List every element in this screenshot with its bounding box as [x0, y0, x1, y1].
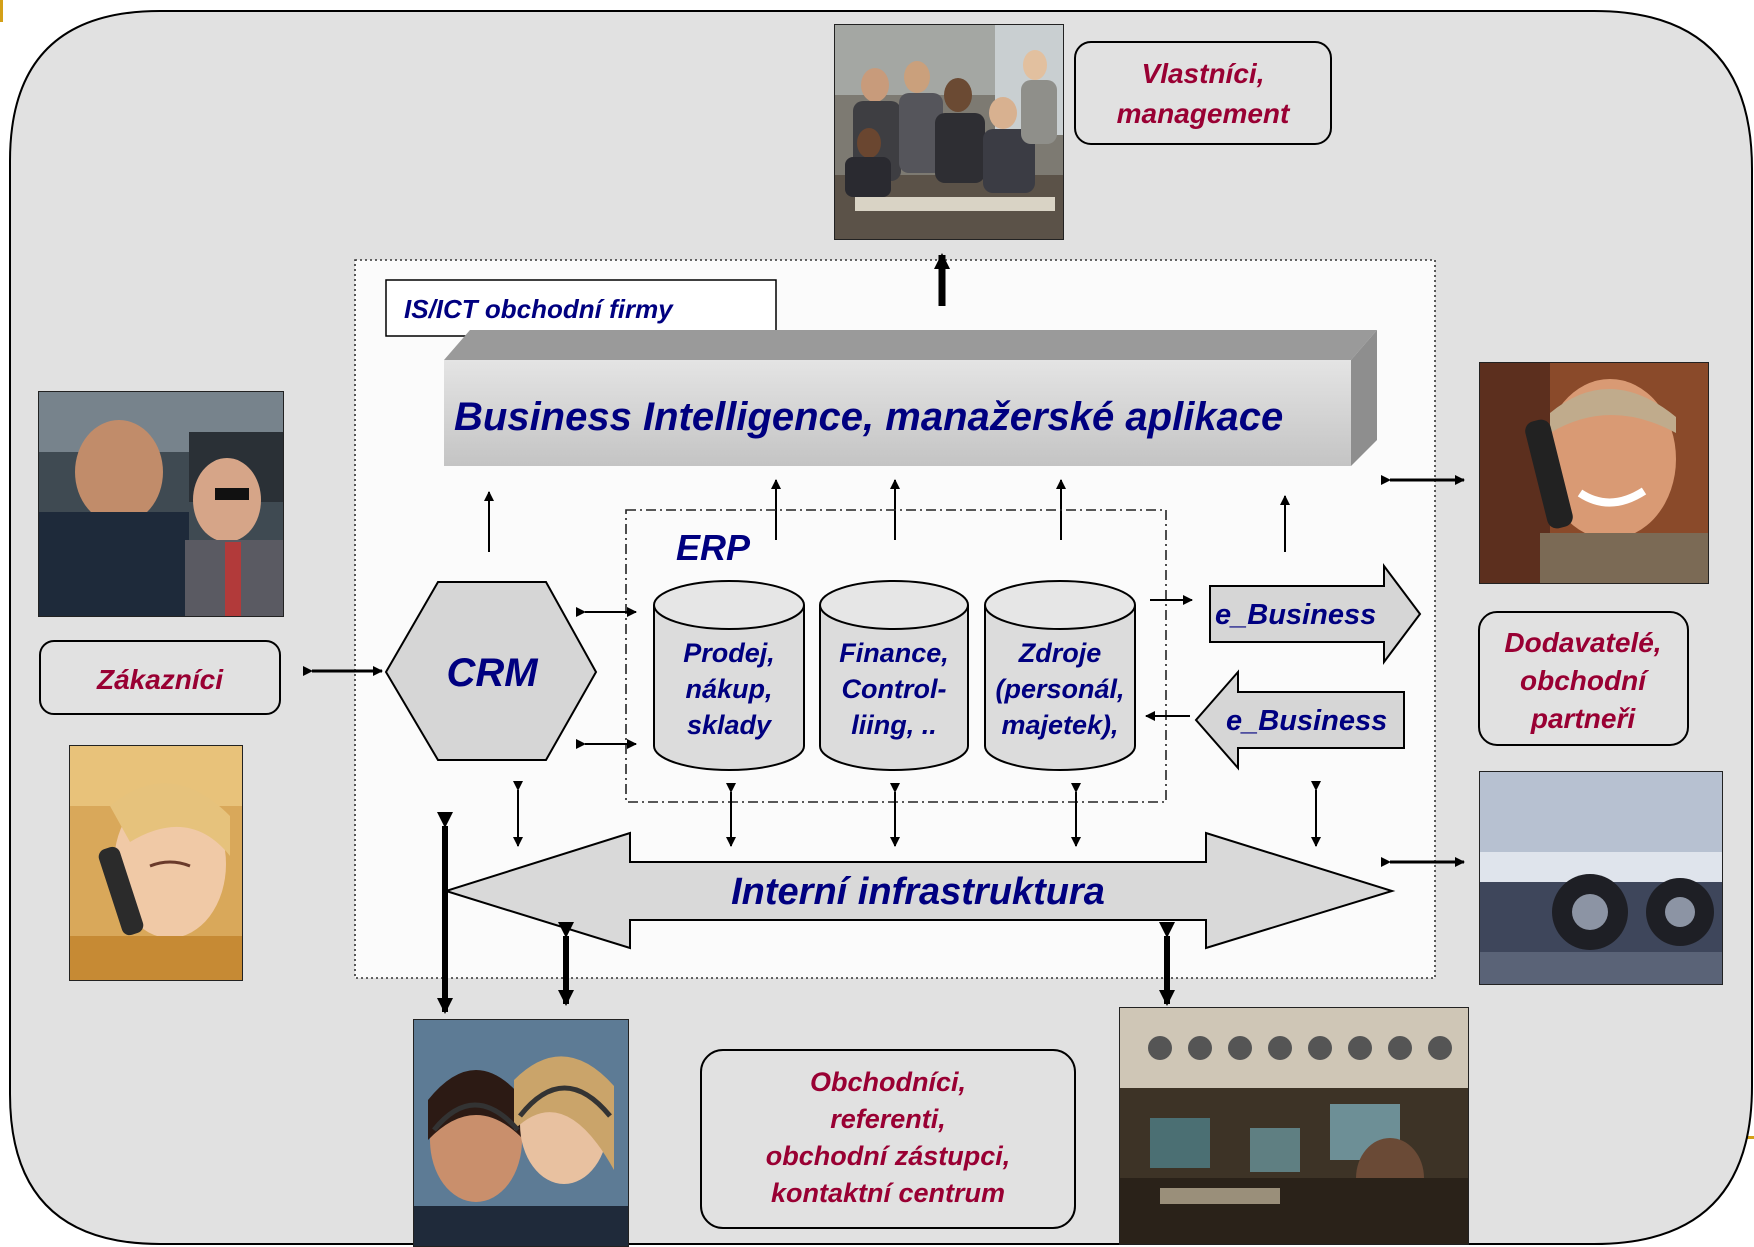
owners-label-line-1: Vlastníci, — [1142, 58, 1265, 89]
partner-arrows — [1381, 475, 1465, 867]
ebusiness-in-label: e_Business — [1226, 705, 1387, 737]
db-sales-line-1: Prodej, — [683, 638, 775, 668]
crm-erp-arrows — [576, 607, 637, 749]
photo-truck-wheels — [1479, 771, 1723, 985]
owners-label-line-2: management — [1117, 98, 1291, 129]
suppliers-label-line-1: Dodavatelé, — [1504, 627, 1661, 658]
db-sales-line-2: nákup, — [685, 674, 772, 704]
photo-man-on-phone — [1479, 362, 1709, 584]
sales-label-line-3: obchodní zástupci, — [766, 1141, 1011, 1171]
db-resources-line-1: Zdroje — [1018, 638, 1102, 668]
is-ict-label: IS/ICT obchodní firmy — [404, 294, 674, 324]
db-finance: Finance, Control- liing, .. — [819, 580, 969, 771]
erp-label: ERP — [676, 527, 751, 568]
db-finance-line-3: liing, .. — [851, 710, 937, 740]
crm-label: CRM — [446, 651, 539, 695]
db-sales-line-3: sklady — [687, 710, 773, 740]
suppliers-label-line-3: partneři — [1530, 703, 1636, 734]
photo-control-room — [1119, 1007, 1469, 1245]
db-resources-line-3: majetek), — [1001, 710, 1118, 740]
infrastructure-vertical-arrows — [513, 781, 1321, 847]
ebusiness-out-arrow — [1209, 563, 1422, 665]
db-resources: Zdroje (personál, majetek), — [984, 580, 1136, 771]
sales-arrows — [437, 812, 1175, 1014]
customers-label: Zákazníci — [96, 664, 224, 695]
sales-label-line-1: Obchodníci, — [810, 1067, 966, 1097]
customers-label-box — [39, 640, 281, 715]
db-sales: Prodej, nákup, sklady — [653, 580, 805, 771]
crm-hexagon — [384, 581, 598, 761]
photo-call-center-agents — [413, 1019, 629, 1247]
sales-label-line-4: kontaktní centrum — [771, 1178, 1005, 1208]
erp-ebusiness-arrows — [1145, 595, 1193, 721]
sales-label-line-2: referenti, — [830, 1104, 946, 1134]
is-ict-label-box — [385, 279, 777, 337]
photo-business-meeting — [834, 24, 1064, 240]
suppliers-label-box — [1478, 611, 1689, 746]
photo-woman-on-phone — [69, 745, 243, 981]
photo-two-men-talking — [38, 391, 284, 617]
infrastructure-arrow — [442, 831, 1396, 950]
ebusiness-out-label: e_Business — [1215, 599, 1376, 631]
owners-label-box — [1074, 41, 1332, 145]
ebusiness-in-arrow — [1194, 669, 1405, 771]
db-finance-line-2: Control- — [842, 674, 947, 704]
corner-accent — [0, 0, 3, 22]
bi-bar: Business Intelligence, manažerské aplika… — [444, 330, 1377, 466]
infrastructure-label: Interní infrastruktura — [731, 871, 1105, 913]
bi-label: Business Intelligence, manažerské aplika… — [454, 395, 1283, 439]
sales-label-box — [700, 1049, 1076, 1229]
suppliers-label-line-2: obchodní — [1520, 665, 1649, 696]
db-resources-line-2: (personál, — [995, 674, 1124, 704]
db-finance-line-1: Finance, — [839, 638, 949, 668]
